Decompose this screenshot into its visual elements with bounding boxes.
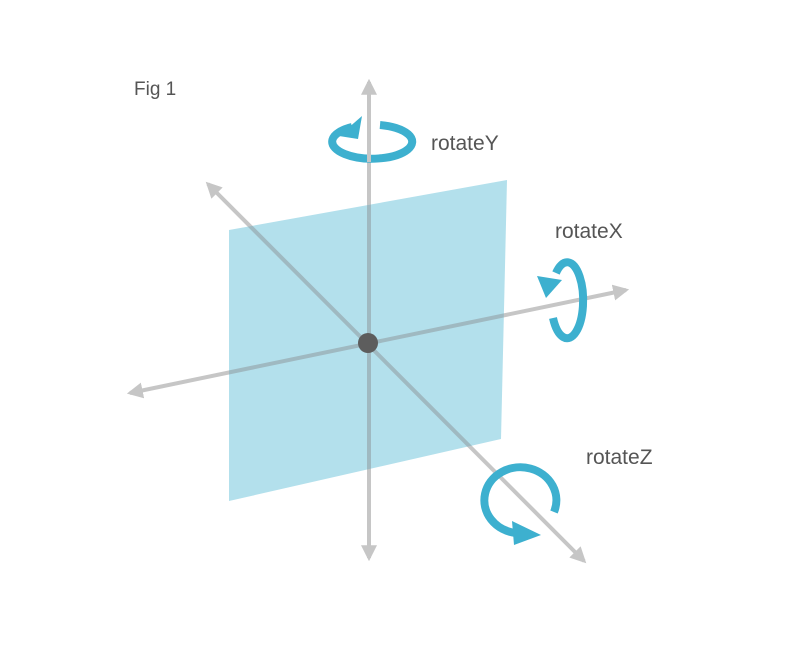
rotate-x-arrow-icon: [537, 258, 588, 343]
origin-dot-icon: [358, 333, 378, 353]
rotate-z-label: rotateZ: [586, 446, 653, 469]
rotate-x-label: rotateX: [555, 220, 623, 243]
rotate-y-arrow-icon: [328, 116, 417, 163]
figure-label: Fig 1: [134, 79, 177, 100]
rotate-z-arrow-icon: [480, 463, 561, 545]
rotate-y-label: rotateY: [431, 132, 499, 155]
